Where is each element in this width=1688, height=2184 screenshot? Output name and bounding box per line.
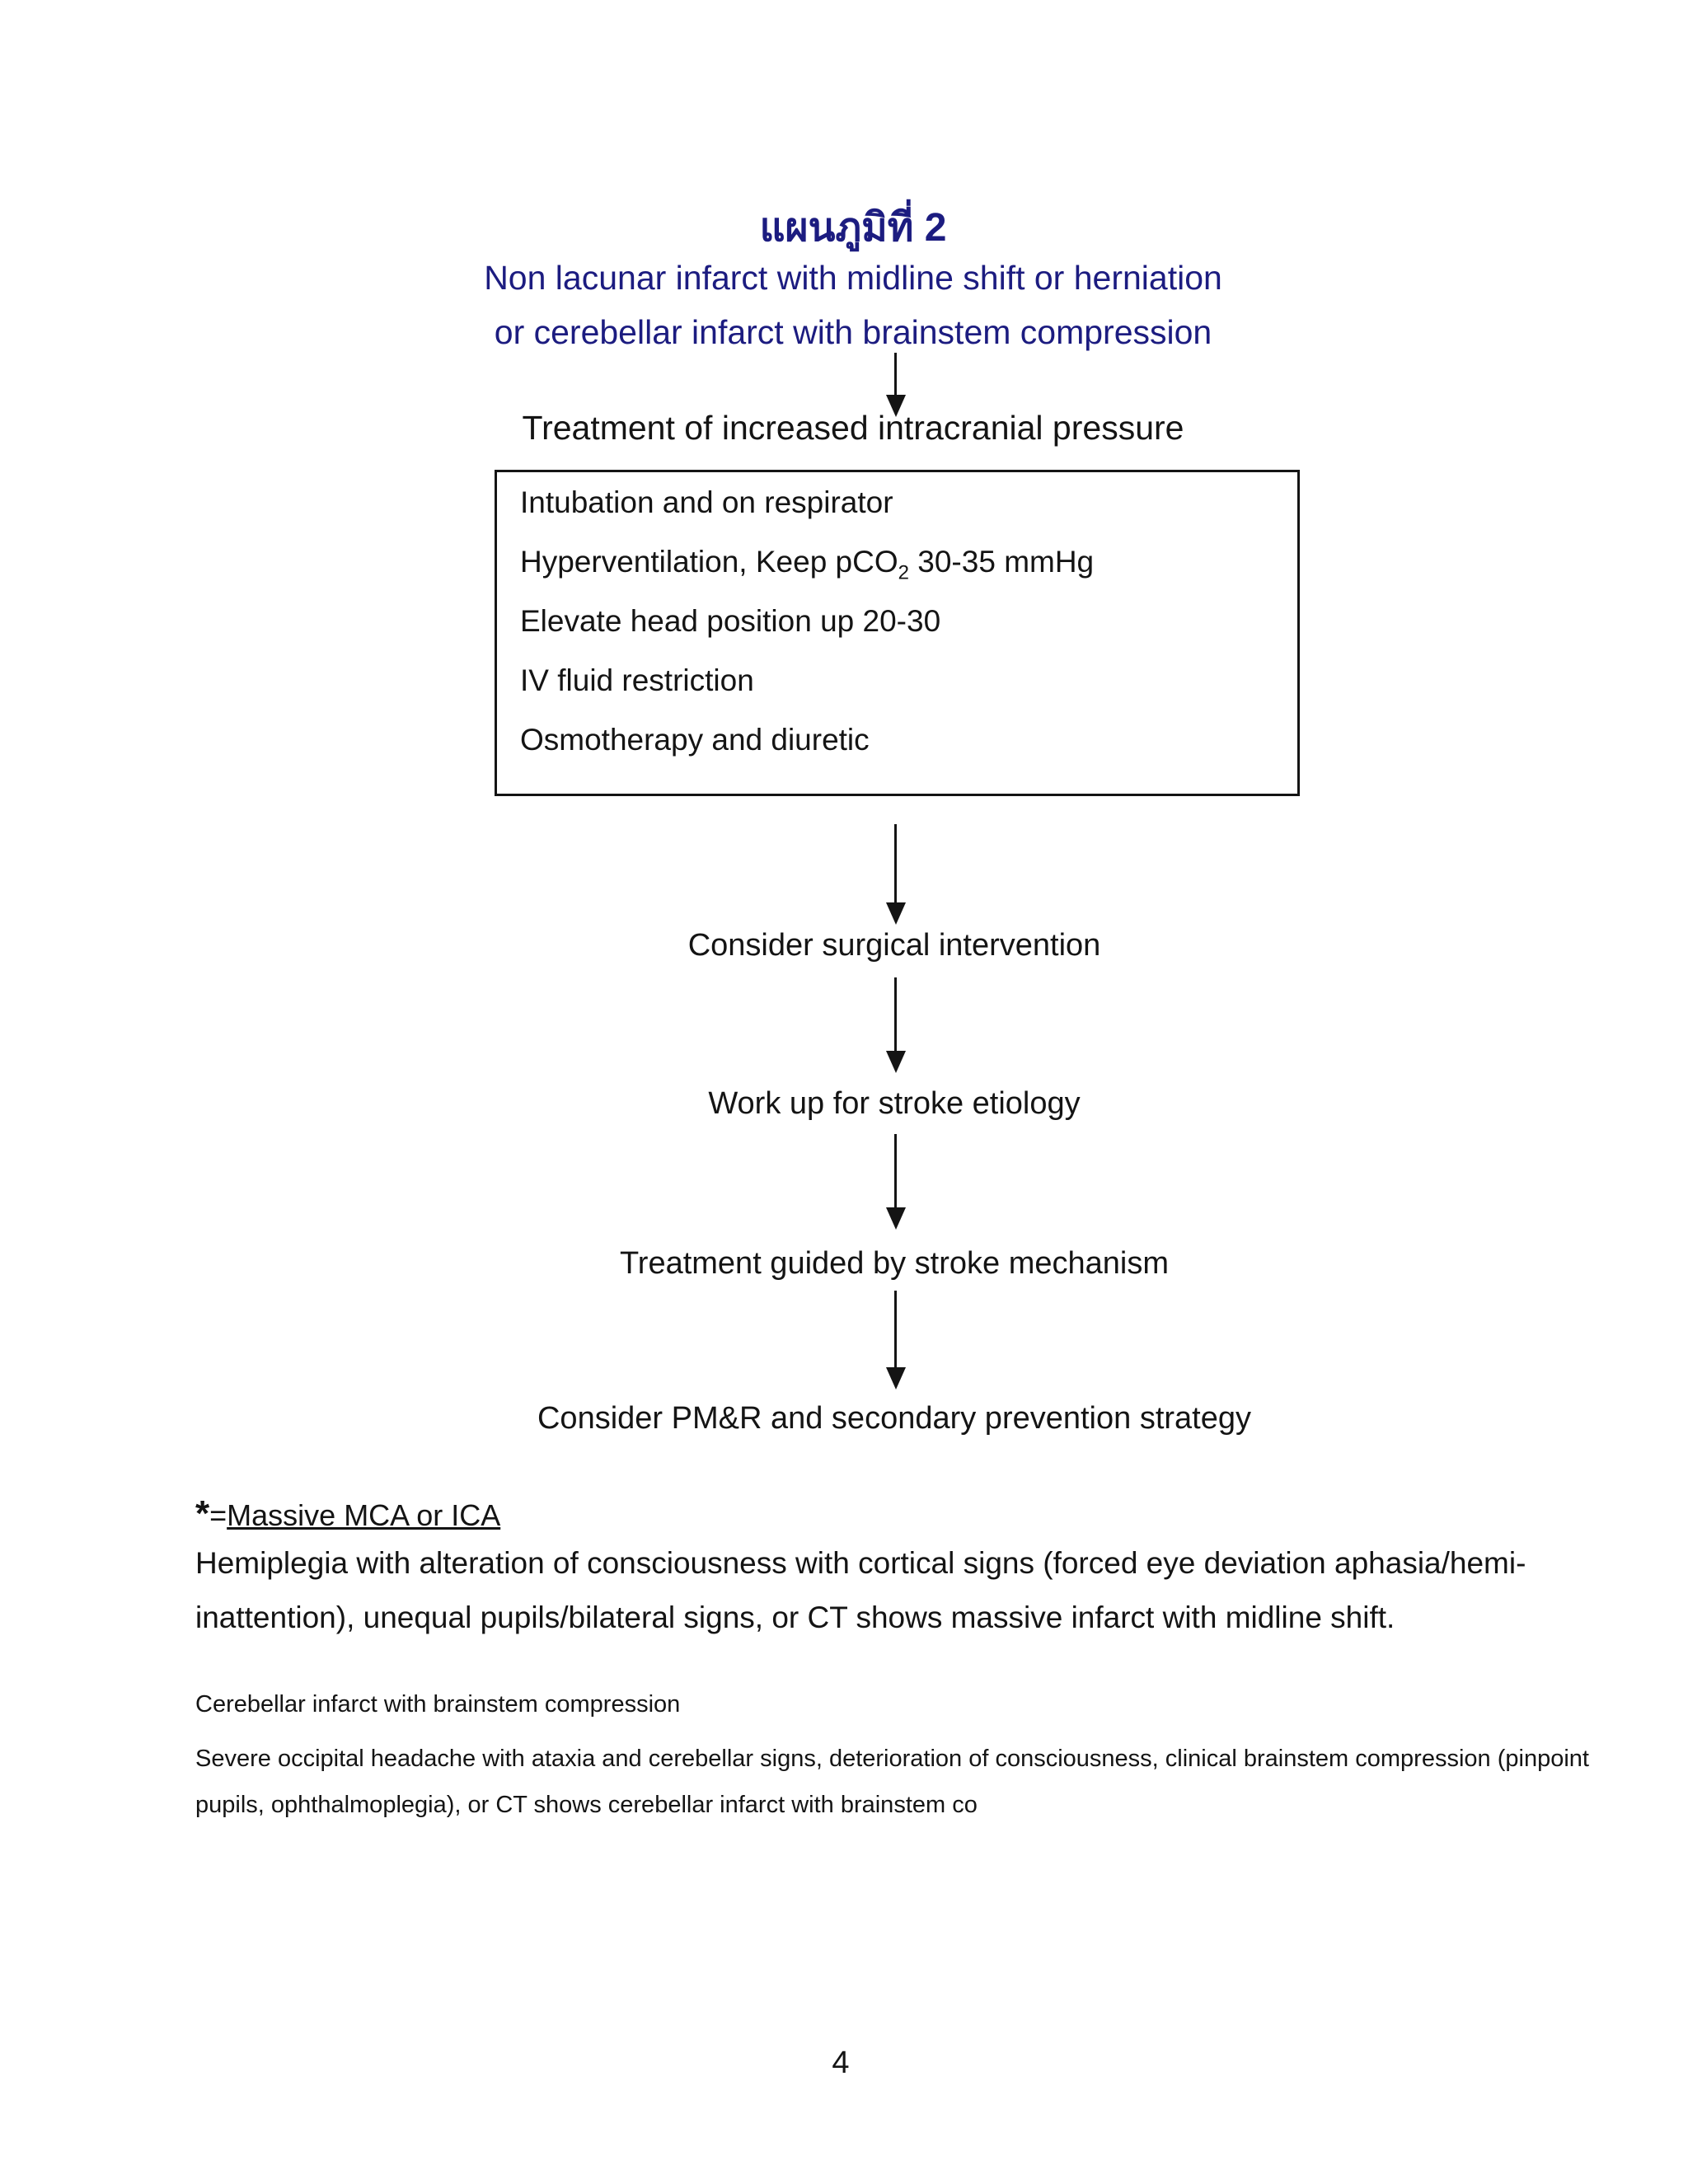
treatment-item-osmotherapy: Osmotherapy and diuretic xyxy=(520,723,870,757)
treatment-item-iv-fluid: IV fluid restriction xyxy=(520,663,754,697)
subtitle-line-1: Non lacunar infarct with midline shift o… xyxy=(484,259,1222,297)
subtitle-line-2: or cerebellar infarct with brainstem com… xyxy=(494,313,1212,351)
flow-arrow-3 xyxy=(894,977,897,1052)
flow-arrow-2 xyxy=(894,824,897,903)
flow-arrow-5 xyxy=(894,1291,897,1368)
flow-arrow-4 xyxy=(894,1134,897,1208)
footnote-massive-mca-title: *=Massive MCA or ICA xyxy=(195,1493,500,1535)
pco2-subscript: 2 xyxy=(898,561,909,584)
flow-step-treatment-mechanism: Treatment guided by stroke mechanism xyxy=(619,1246,1170,1281)
treatment-item-hyperventilation: Hyperventilation, Keep pCO2 30-35 mmHg xyxy=(520,545,1297,604)
treatment-item-intubation: Intubation and on respirator xyxy=(520,485,893,519)
treatment-box: Intubation and on respirator Hyperventil… xyxy=(495,470,1300,796)
footnote-cerebellar-heading: Cerebellar infarct with brainstem compre… xyxy=(195,1691,681,1718)
page-number: 4 xyxy=(832,2046,850,2080)
footnote-massive-mca-line-1: Hemiplegia with alteration of consciousn… xyxy=(195,1546,1526,1580)
flow-step-stroke-etiology: Work up for stroke etiology xyxy=(708,1086,1081,1121)
asterisk-marker: * xyxy=(195,1493,210,1534)
hyperventilation-prefix: Hyperventilation, Keep pCO xyxy=(520,545,898,579)
footnote-massive-mca-label: Massive MCA or ICA xyxy=(227,1498,501,1532)
footnote-massive-mca-line-2: inattention), unequal pupils/bilateral s… xyxy=(195,1601,1395,1634)
treatment-item-elevate-head: Elevate head position up 20-30 xyxy=(520,604,941,638)
page-title-thai: แผนภูมิที่ 2 xyxy=(759,206,947,250)
hyperventilation-suffix: 30-35 mmHg xyxy=(909,545,1095,579)
flow-step-surgical-intervention: Consider surgical intervention xyxy=(687,928,1101,963)
flow-arrow-1 xyxy=(894,353,897,396)
flow-heading: Treatment of increased intracranial pres… xyxy=(522,409,1184,447)
flow-step-pmr-prevention: Consider PM&R and secondary prevention s… xyxy=(537,1401,1252,1436)
footnote-cerebellar-line-1: Severe occipital headache with ataxia an… xyxy=(195,1746,1589,1772)
footnote-cerebellar-line-2: pupils, ophthalmoplegia), or CT shows ce… xyxy=(195,1792,978,1818)
equals-sign: = xyxy=(209,1498,227,1532)
